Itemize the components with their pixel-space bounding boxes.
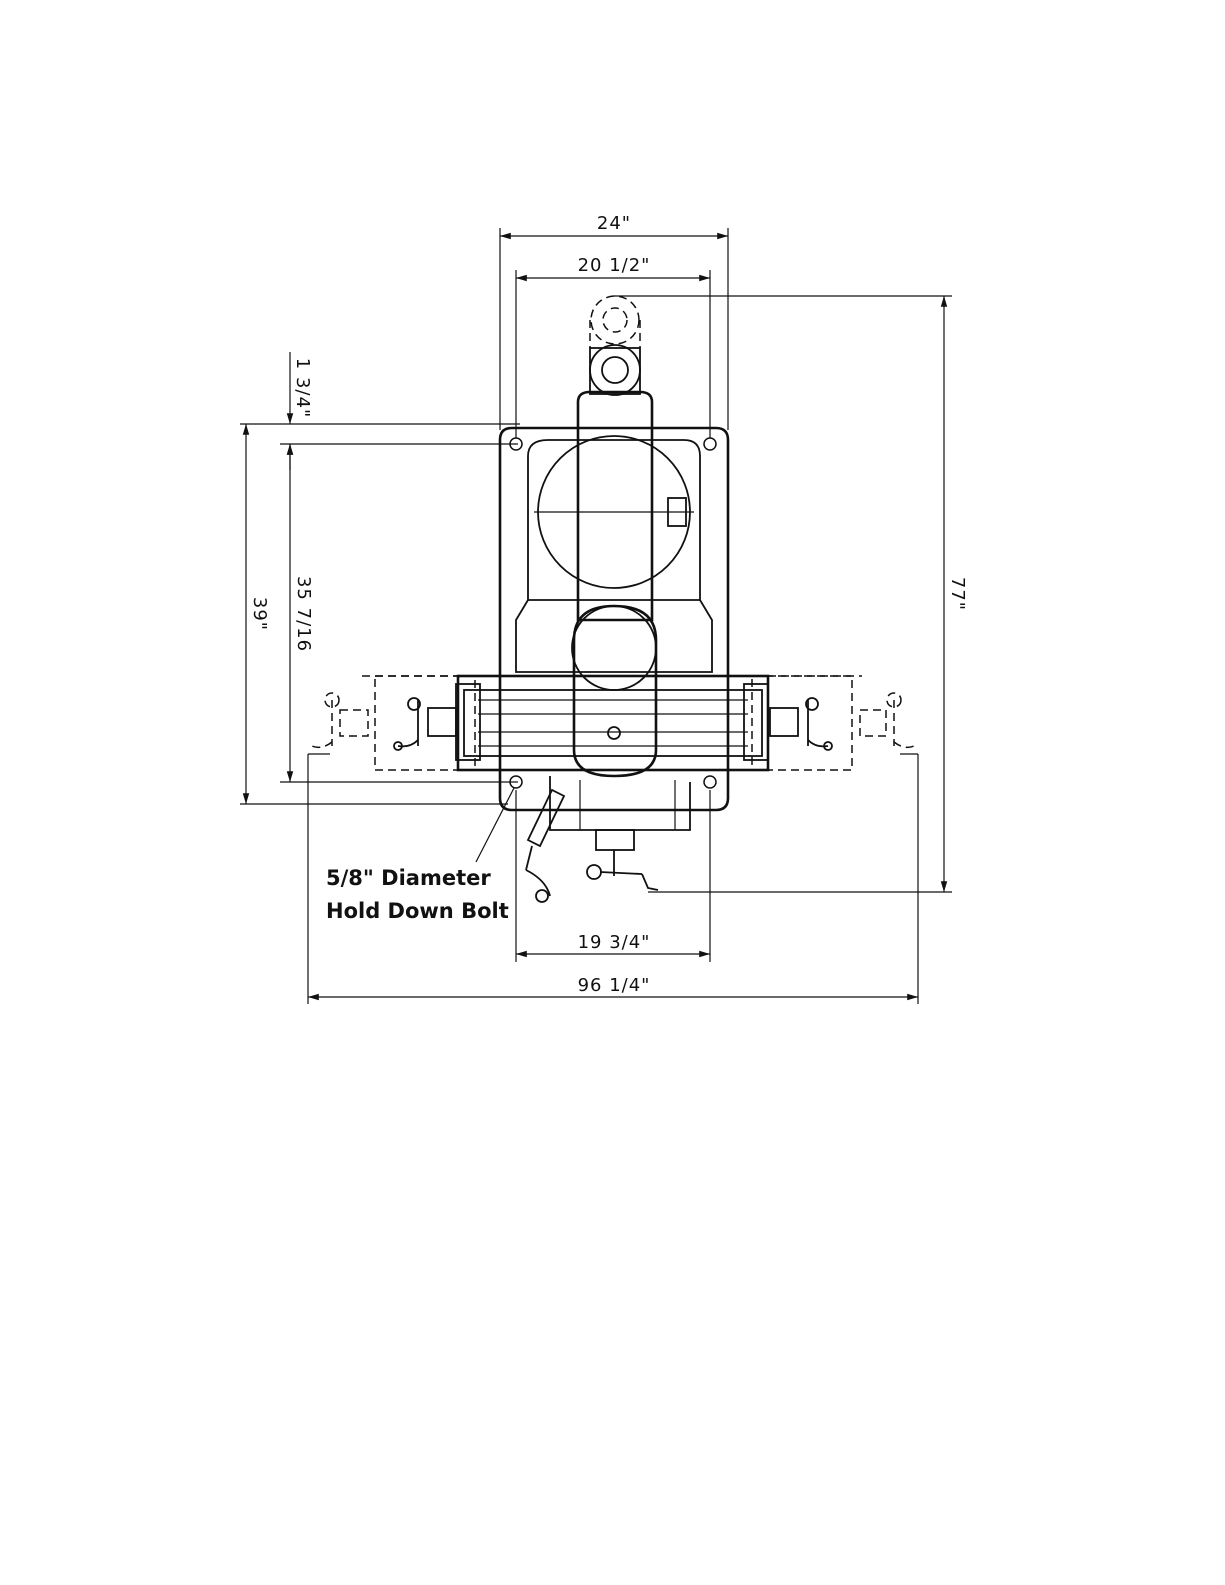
cross-feed-crank bbox=[526, 790, 564, 902]
dim-overall-width: 24" bbox=[597, 213, 631, 234]
table-assembly bbox=[362, 676, 862, 770]
machine-outline bbox=[500, 296, 728, 830]
dim-base-depth: 39" bbox=[249, 597, 270, 631]
dim-overall-height: 77" bbox=[947, 577, 968, 611]
right-handwheel bbox=[770, 698, 832, 750]
left-handwheel-extended bbox=[312, 693, 368, 747]
dim-base-rear-width: 19 3/4" bbox=[578, 932, 651, 953]
dim-hole-spacing-depth: 35 7/16 bbox=[293, 576, 314, 652]
right-handwheel-extended bbox=[860, 693, 914, 747]
dim-table-travel-width: 96 1/4" bbox=[578, 975, 651, 996]
dim-top-offset: 1 3/4" bbox=[292, 358, 313, 418]
note-line-2: Hold Down Bolt bbox=[326, 899, 509, 923]
knee-crank bbox=[587, 830, 658, 890]
left-handwheel bbox=[394, 698, 456, 750]
note-line-1: 5/8" Diameter bbox=[326, 866, 491, 890]
dim-hole-spacing-width: 20 1/2" bbox=[578, 255, 651, 276]
